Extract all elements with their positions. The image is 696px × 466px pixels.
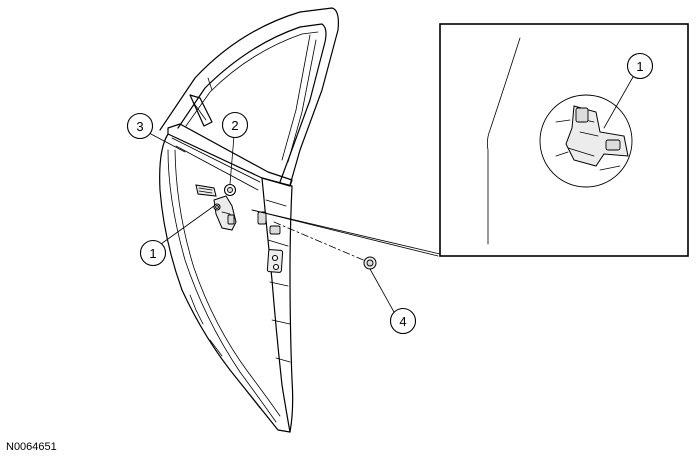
window-frame-inner xyxy=(177,23,327,183)
figure-id: N0064651 xyxy=(6,441,57,453)
detail-view xyxy=(439,23,689,257)
callout-4-label: 4 xyxy=(399,314,406,329)
division-post xyxy=(189,94,213,127)
door-assembly xyxy=(159,7,441,433)
callout-1: 1 xyxy=(139,205,215,267)
callout-2-label: 2 xyxy=(231,118,238,133)
window-frame-outer xyxy=(159,7,339,186)
callout-detail-1-label: 1 xyxy=(636,59,643,74)
plug xyxy=(273,221,395,313)
callout-2: 2 xyxy=(221,111,249,185)
door-inner-panel xyxy=(261,177,294,433)
callout-4: 4 xyxy=(389,307,417,335)
callout-3: 3 xyxy=(126,112,186,153)
belt-line xyxy=(167,123,293,187)
handle-bracket-assembly xyxy=(213,183,237,231)
detail-panel-edge xyxy=(486,37,521,245)
door-outer-skin xyxy=(159,133,291,433)
detail-leader-top xyxy=(251,209,441,255)
exterior-door-handle xyxy=(195,184,217,197)
plug-centerline xyxy=(273,221,369,263)
callout-detail-1: 1 xyxy=(626,52,654,80)
callout-3-label: 3 xyxy=(136,119,143,134)
callout-1-label: 1 xyxy=(149,246,156,261)
detail-leader-bottom xyxy=(251,209,439,257)
window-channel xyxy=(185,31,319,127)
